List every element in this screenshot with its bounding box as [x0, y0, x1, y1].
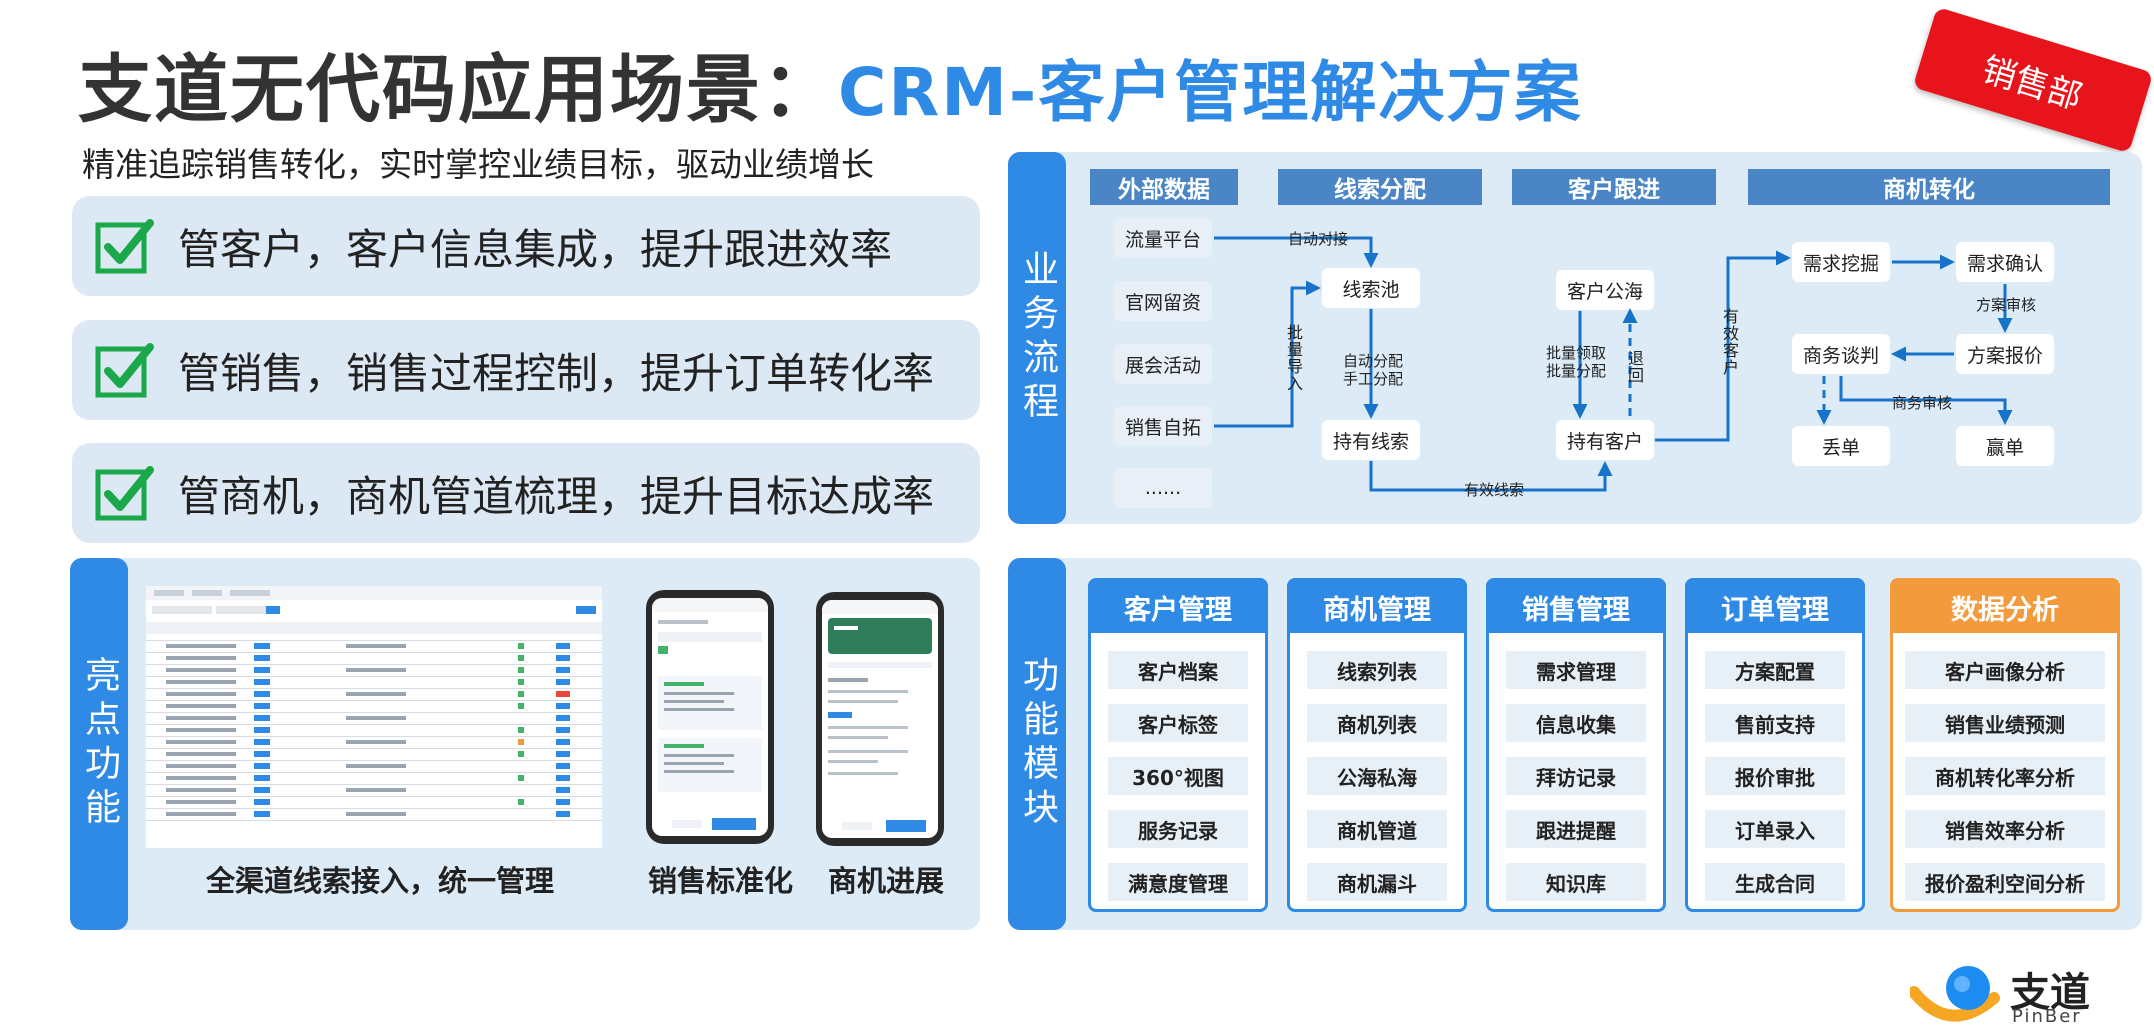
- benefit-text: 管客户，客户信息集成，提升跟进效率: [178, 224, 893, 274]
- business-flow-label: 业务流程: [1008, 152, 1066, 524]
- benefit-card-opportunity: 管商机，商机管道梳理，提升目标达成率: [72, 443, 980, 543]
- module-item: 销售业绩预测: [1905, 704, 2105, 742]
- phase-customer-follow: 客户跟进: [1512, 169, 1716, 205]
- module-title: 客户管理: [1091, 581, 1265, 633]
- module-item: 需求管理: [1506, 651, 1646, 689]
- node-demand-confirm: 需求确认: [1956, 242, 2054, 282]
- phone-form-graphic: [652, 598, 768, 830]
- label-batch-claim-line1: 批量领取: [1546, 344, 1607, 362]
- source-traffic-platform: 流量平台: [1114, 218, 1212, 258]
- module-item: 生成合同: [1705, 863, 1845, 901]
- caption-sales-standard: 销售标准化: [648, 864, 794, 898]
- module-opportunity: 商机管理 线索列表 商机列表 公海私海 商机管道 商机漏斗: [1287, 578, 1467, 912]
- module-order: 订单管理 方案配置 售前支持 报价审批 订单录入 生成合同: [1685, 578, 1865, 912]
- title-prefix: 支道无代码应用场景：: [78, 47, 838, 133]
- node-own-clue: 持有线索: [1322, 420, 1420, 460]
- module-item: 报价盈利空间分析: [1905, 863, 2105, 901]
- module-customer: 客户管理 客户档案 客户标签 360°视图 服务记录 满意度管理: [1088, 578, 1268, 912]
- table-preview-graphic: [146, 586, 602, 821]
- node-lost: 丢单: [1792, 426, 1890, 466]
- module-item: 拜访记录: [1506, 757, 1646, 795]
- checkbox-check-icon: [95, 466, 154, 521]
- label-auto-assign-line1: 自动分配: [1343, 352, 1404, 370]
- node-biz-negotiate: 商务谈判: [1792, 334, 1890, 374]
- page-subtitle: 精准追踪销售转化，实时掌控业绩目标，驱动业绩增长: [82, 145, 874, 184]
- source-self-develop: 销售自拓: [1114, 406, 1212, 446]
- node-clue-pool: 线索池: [1322, 268, 1420, 308]
- caption-lead-management: 全渠道线索接入，统一管理: [206, 864, 555, 898]
- label-valid-clue: 有效线索: [1464, 481, 1525, 499]
- checkbox-check-icon: [95, 343, 154, 398]
- node-demand-dig: 需求挖掘: [1792, 242, 1890, 282]
- pinber-logo-icon: [1910, 966, 2000, 1022]
- module-item: 商机列表: [1307, 704, 1447, 742]
- source-website-lead: 官网留资: [1114, 281, 1212, 321]
- label-batch-claim: 批量领取批量分配: [1546, 344, 1606, 380]
- phase-opportunity-convert: 商机转化: [1748, 169, 2110, 205]
- logo-sub: PinBer: [2012, 1006, 2082, 1027]
- highlights-label: 亮点功能: [70, 558, 128, 930]
- module-item: 订单录入: [1705, 810, 1845, 848]
- module-item: 销售效率分析: [1905, 810, 2105, 848]
- module-data-analysis: 数据分析 客户画像分析 销售业绩预测 商机转化率分析 销售效率分析 报价盈利空间…: [1890, 578, 2120, 912]
- node-win: 赢单: [1956, 426, 2054, 466]
- module-item: 报价审批: [1705, 757, 1845, 795]
- module-item: 服务记录: [1108, 810, 1248, 848]
- label-return: 退回: [1625, 350, 1644, 384]
- node-plan-quote: 方案报价: [1956, 334, 2054, 374]
- source-exhibition: 展会活动: [1114, 344, 1212, 384]
- source-more: ......: [1114, 468, 1212, 508]
- module-item: 满意度管理: [1108, 863, 1248, 901]
- label-auto-assign-line2: 手工分配: [1343, 370, 1404, 388]
- caption-opportunity-progress: 商机进展: [828, 864, 945, 898]
- label-biz-review: 商务审核: [1892, 394, 1953, 412]
- module-item: 商机管道: [1307, 810, 1447, 848]
- benefit-card-customer: 管客户，客户信息集成，提升跟进效率: [72, 196, 980, 296]
- module-title: 数据分析: [1893, 581, 2117, 633]
- phone-screen: [822, 600, 938, 838]
- phone-detail-graphic: [822, 600, 938, 832]
- node-public-sea: 客户公海: [1556, 270, 1654, 310]
- label-plan-review: 方案审核: [1976, 296, 2037, 314]
- module-item: 客户画像分析: [1905, 651, 2105, 689]
- module-title: 销售管理: [1489, 581, 1663, 633]
- module-item: 跟进提醒: [1506, 810, 1646, 848]
- module-title: 订单管理: [1688, 581, 1862, 633]
- phone-screen: [652, 598, 768, 836]
- module-item: 商机漏斗: [1307, 863, 1447, 901]
- page-title: 支道无代码应用场景：CRM-客户管理解决方案: [78, 30, 1582, 137]
- logo-name: 支道: [2010, 970, 2090, 1016]
- module-title: 商机管理: [1290, 581, 1464, 633]
- title-accent: CRM-客户管理解决方案: [838, 54, 1583, 131]
- phone-opportunity-progress: [816, 592, 944, 846]
- modules-label: 功能模块: [1008, 558, 1066, 930]
- module-item: 客户标签: [1108, 704, 1248, 742]
- label-valid-customer: 有效客户: [1720, 308, 1739, 376]
- label-batch-claim-line2: 批量分配: [1546, 362, 1607, 380]
- module-item: 信息收集: [1506, 704, 1646, 742]
- lead-table-screenshot: [146, 586, 602, 848]
- module-sales: 销售管理 需求管理 信息收集 拜访记录 跟进提醒 知识库: [1486, 578, 1666, 912]
- department-badge: 销售部: [1912, 6, 2154, 154]
- benefit-text: 管商机，商机管道梳理，提升目标达成率: [178, 471, 935, 521]
- module-item: 方案配置: [1705, 651, 1845, 689]
- module-item: 360°视图: [1108, 757, 1248, 795]
- module-item: 售前支持: [1705, 704, 1845, 742]
- checkbox-check-icon: [95, 219, 154, 274]
- label-auto-dock: 自动对接: [1288, 230, 1349, 248]
- phone-sales-standard: [646, 590, 774, 844]
- phase-external-data: 外部数据: [1090, 169, 1238, 205]
- label-batch-import: 批量导入: [1284, 324, 1303, 392]
- module-item: 公海私海: [1307, 757, 1447, 795]
- module-item: 线索列表: [1307, 651, 1447, 689]
- benefit-card-sales: 管销售，销售过程控制，提升订单转化率: [72, 320, 980, 420]
- node-own-customer: 持有客户: [1556, 420, 1654, 460]
- module-item: 客户档案: [1108, 651, 1248, 689]
- benefit-text: 管销售，销售过程控制，提升订单转化率: [178, 348, 935, 398]
- phase-clue-assign: 线索分配: [1278, 169, 1482, 205]
- module-item: 商机转化率分析: [1905, 757, 2105, 795]
- module-item: 知识库: [1506, 863, 1646, 901]
- label-auto-assign: 自动分配手工分配: [1343, 352, 1403, 388]
